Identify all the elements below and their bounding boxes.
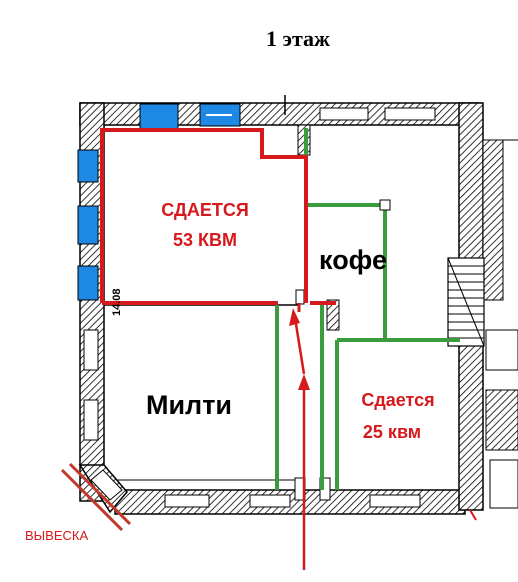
milti-label: Милти (146, 390, 232, 420)
signage-label: ВЫВЕСКА (25, 528, 88, 543)
floor-title: 1 этаж (266, 26, 330, 51)
entrance-arrow (289, 308, 310, 570)
staircase (447, 257, 485, 347)
signage-marker (60, 462, 132, 532)
room-25-status: Сдается (361, 390, 434, 410)
dimension-label: 14.08 (111, 288, 123, 316)
windows (77, 103, 436, 508)
room-25-area: 25 квм (363, 422, 421, 442)
coffee-label: кофе (319, 245, 387, 275)
available-room-53-outline (100, 128, 308, 303)
room-53-area: 53 КВМ (173, 230, 237, 250)
room-53-status: СДАЕТСЯ (161, 200, 249, 220)
